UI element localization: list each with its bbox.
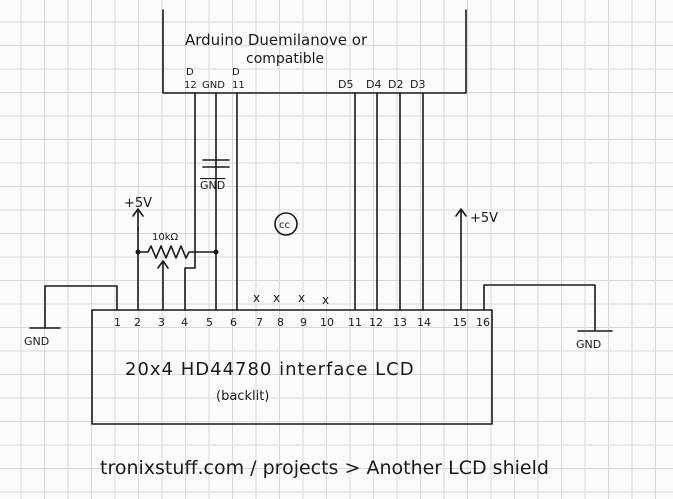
lcd-pin-5: 5 [206, 316, 213, 329]
lcd-pin-12: 12 [369, 316, 383, 329]
plus5v-right-arrow [455, 208, 467, 311]
junction-pot-right [213, 249, 219, 255]
wire-lcd1-to-gnd [44, 285, 118, 328]
lcd-pin-4: 4 [181, 316, 188, 329]
nc-mark-7: x [253, 291, 260, 305]
pin-d12-label: 12 [184, 80, 197, 91]
pin-d12-prefix: D [186, 67, 194, 78]
nc-mark-8: x [273, 291, 280, 305]
pin-d5-label: D5 [338, 78, 353, 91]
lcd-pin-2: 2 [134, 316, 141, 329]
lcd-module-box [91, 309, 493, 425]
pin-d2-label: D2 [388, 78, 403, 91]
lcd-pin-9: 9 [300, 316, 307, 329]
lcd-pin-3: 3 [158, 316, 165, 329]
lcd-pin-14: 14 [417, 316, 431, 329]
pin-d11-label: 11 [232, 80, 245, 91]
pot-value-label: 10kΩ [152, 232, 179, 243]
nc-mark-9: x [298, 291, 305, 305]
pot-wiper-arrow [157, 260, 169, 311]
lcd-pin-11: 11 [348, 316, 362, 329]
pin-d11-prefix: D [232, 67, 240, 78]
arduino-title-line1: Arduino Duemilanove or [185, 31, 368, 49]
gnd-cap-label: GND [200, 179, 225, 192]
lcd-pin-10: 10 [320, 316, 334, 329]
wire-lcd16-to-gnd [483, 284, 596, 331]
arduino-board-outline [162, 9, 467, 94]
lcd-pin-8: 8 [277, 316, 284, 329]
arduino-title-line2: compatible [246, 51, 324, 67]
lcd-pin-13: 13 [393, 316, 407, 329]
plus5v-left-arrow [132, 208, 144, 231]
lcd-title: 20x4 HD44780 interface LCD [125, 359, 415, 380]
wire-d12-to-lcd4 [184, 92, 196, 311]
lcd-subtitle: (backlit) [216, 389, 269, 404]
lcd-pin-numbers: 1 2 3 4 5 6 7 8 9 10 11 12 13 14 15 16 [114, 316, 490, 329]
footer-credit: tronixstuff.com / projects > Another LCD… [100, 457, 549, 479]
nc-mark-10: x [322, 293, 329, 307]
pin-gnd-label: GND [202, 80, 225, 91]
lcd-pin-15: 15 [453, 316, 467, 329]
lcd-pin-7: 7 [256, 316, 263, 329]
unconnected-marks: x x x x [253, 291, 329, 307]
cc-logo-icon [274, 212, 298, 236]
potentiometer-resistor [137, 245, 217, 259]
lcd-pin-1: 1 [114, 316, 121, 329]
plus5v-left-label: +5V [124, 196, 152, 211]
lcd-pin-16: 16 [476, 316, 490, 329]
gnd-left-label: GND [24, 335, 49, 348]
pin-d3-label: D3 [410, 78, 425, 91]
capacitor-symbol [202, 159, 230, 168]
gnd-right-label: GND [576, 338, 601, 351]
plus5v-right-label: +5V [470, 211, 498, 226]
pin-d4-label: D4 [366, 78, 381, 91]
cc-logo-text: cc [279, 220, 290, 231]
lcd-pin-6: 6 [230, 316, 237, 329]
